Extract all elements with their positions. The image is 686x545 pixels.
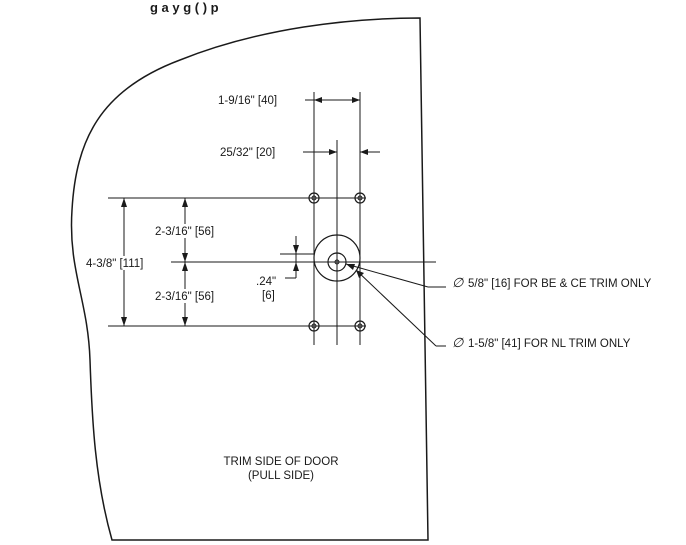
- arrowhead: [329, 149, 337, 155]
- arrowhead: [121, 198, 127, 207]
- mounting-hole: [308, 320, 320, 332]
- dimension-upper-vertical: 2-3/16" [56]: [155, 226, 214, 238]
- figure-caption: g a y g ( ) p: [150, 0, 219, 15]
- mounting-hole: [354, 192, 366, 204]
- center-mark: [334, 259, 340, 265]
- dimension-small-offset-inches: .24": [256, 276, 276, 288]
- small-center-hole: [327, 252, 347, 272]
- small-hole-callout: 5/8" [16] FOR BE & CE TRIM ONLY: [468, 278, 652, 290]
- small-hole-leader: [345, 263, 429, 288]
- arrowhead: [182, 253, 188, 262]
- arrowhead: [356, 270, 364, 278]
- dimension-small-offset-mm: [6]: [262, 290, 275, 302]
- arrowhead: [352, 97, 360, 103]
- dimension-overall-vertical: 4-3/8" [111]: [86, 258, 143, 270]
- dimension-hole-spacing: 1-9/16" [40]: [218, 95, 277, 107]
- label-mask: [152, 224, 230, 238]
- large-hole-callout: 1-5/8" [41] FOR NL TRIM ONLY: [468, 338, 631, 350]
- large-hole-leader: [355, 269, 437, 347]
- arrowhead: [360, 149, 368, 155]
- arrowhead: [182, 262, 188, 271]
- mounting-hole: [354, 320, 366, 332]
- diameter-symbol: ∅: [452, 335, 464, 350]
- diameter-symbol: ∅: [452, 275, 464, 290]
- arrowhead: [293, 245, 299, 254]
- door-label-line2: (PULL SIDE): [248, 470, 314, 482]
- door-outline: [70, 17, 429, 541]
- arrowhead: [182, 317, 188, 326]
- arrowhead: [121, 317, 127, 326]
- dimension-lower-vertical: 2-3/16" [56]: [155, 291, 214, 303]
- arrowhead: [314, 97, 322, 103]
- dimension-center-offset: 25/32" [20]: [220, 147, 275, 159]
- arrowhead: [293, 262, 299, 271]
- door-label-line1: TRIM SIDE OF DOOR: [224, 456, 339, 468]
- large-center-hole: [313, 234, 361, 282]
- mounting-hole: [308, 192, 320, 204]
- label-mask: [152, 289, 230, 303]
- label-mask: [83, 256, 171, 270]
- arrowhead: [346, 264, 355, 270]
- arrowhead: [182, 198, 188, 207]
